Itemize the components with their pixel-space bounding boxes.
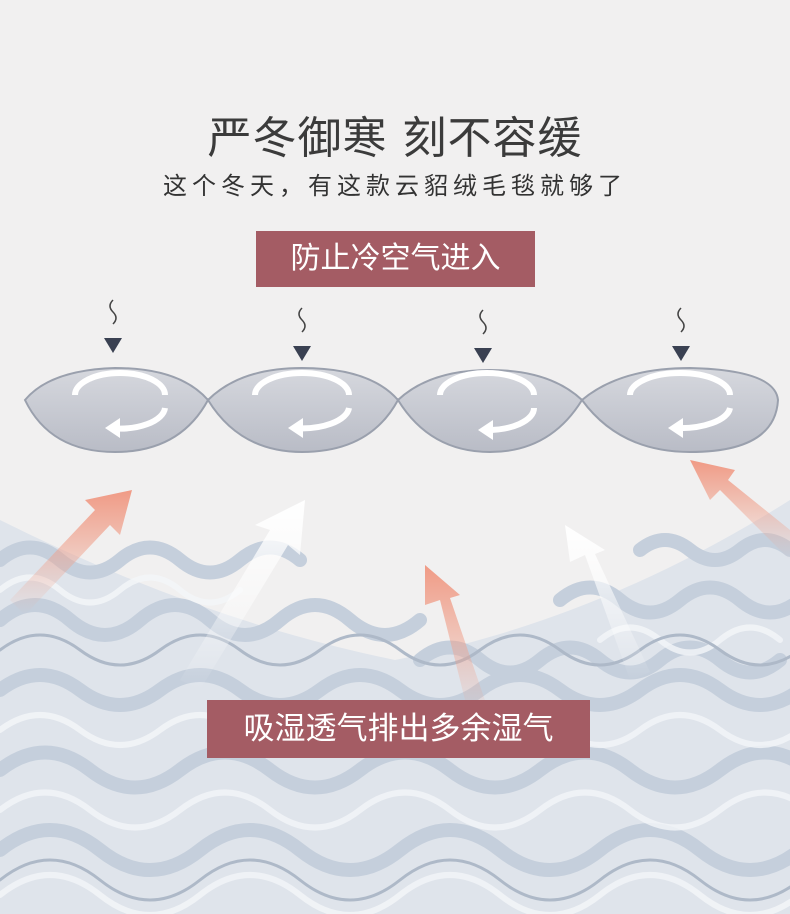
circulation-icons xyxy=(72,370,733,440)
insulation-layer xyxy=(23,366,780,454)
page-title: 严冬御寒 刻不容缓 xyxy=(207,113,583,164)
cold-air-arrows xyxy=(104,299,690,363)
moisture-label: 吸湿透气排出多余湿气 xyxy=(207,700,590,758)
moisture-arrows xyxy=(10,460,790,720)
cold-air-label: 防止冷空气进入 xyxy=(256,231,535,287)
page-subtitle: 这个冬天，有这款云貂绒毛毯就够了 xyxy=(163,172,627,200)
